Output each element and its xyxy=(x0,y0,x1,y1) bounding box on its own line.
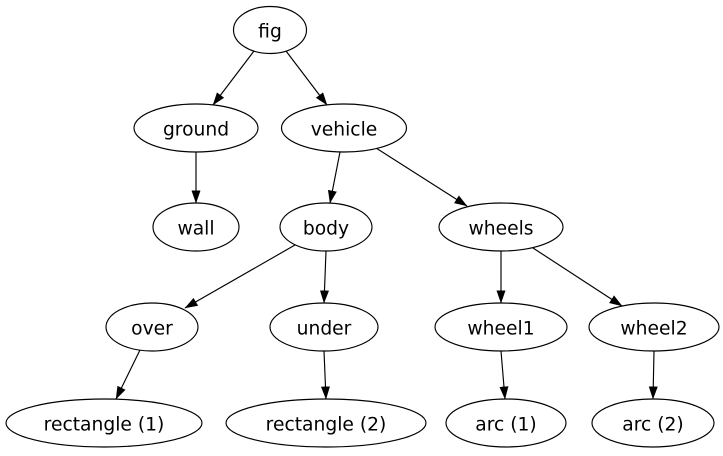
node-body-ellipse xyxy=(279,202,373,252)
edge-wheel1-arc1 xyxy=(499,350,509,400)
node-wheel2-label: wheel2 xyxy=(620,319,687,340)
edge-fig-vehicle xyxy=(285,50,328,106)
edge-fig-ground xyxy=(212,50,255,106)
edge-vehicle-wheels xyxy=(375,147,468,207)
edge-over-rectangle1 xyxy=(115,349,141,400)
node-rectangle1-ellipse xyxy=(5,398,203,448)
node-rectangle2-label: rectangle (2) xyxy=(266,415,387,436)
node-wheels: wheels xyxy=(438,202,564,252)
node-wheel1-label: wheel1 xyxy=(467,319,534,340)
node-rectangle2: rectangle (2) xyxy=(225,398,427,448)
node-fig-label: fig xyxy=(258,22,282,43)
edge-under-rectangle2 xyxy=(320,350,330,400)
node-arc2: arc (2) xyxy=(591,398,715,448)
node-wheel2: wheel2 xyxy=(588,302,720,352)
node-vehicle: vehicle xyxy=(280,103,408,153)
edges-layer xyxy=(115,50,658,400)
node-wall: wall xyxy=(152,202,240,252)
node-arc1: arc (1) xyxy=(445,398,567,448)
node-under-ellipse xyxy=(269,302,379,352)
node-wall-label: wall xyxy=(177,219,214,240)
edge-vehicle-body xyxy=(327,151,341,204)
edge-body-over xyxy=(184,244,296,309)
node-wheel1-ellipse xyxy=(434,302,568,352)
node-under: under xyxy=(269,302,379,352)
node-wheels-label: wheels xyxy=(468,219,533,240)
node-over-ellipse xyxy=(105,302,199,352)
node-rectangle1-label: rectangle (1) xyxy=(44,415,165,436)
node-arc2-label: arc (2) xyxy=(622,415,683,436)
edge-wheel2-arc2 xyxy=(648,350,658,400)
node-over-label: over xyxy=(131,319,173,340)
node-arc1-label: arc (1) xyxy=(475,415,536,436)
node-fig: fig xyxy=(232,5,308,55)
node-over: over xyxy=(105,302,199,352)
edge-wheels-wheel2 xyxy=(532,247,623,307)
node-arc1-ellipse xyxy=(445,398,567,448)
node-rectangle2-ellipse xyxy=(225,398,427,448)
nodes-layer: fig ground vehicle wall body wheels xyxy=(5,5,720,448)
node-fig-ellipse xyxy=(232,5,308,55)
node-ground: ground xyxy=(133,103,259,153)
node-rectangle1: rectangle (1) xyxy=(5,398,203,448)
node-body-label: body xyxy=(303,219,349,240)
node-wheel2-ellipse xyxy=(588,302,720,352)
edge-body-under xyxy=(319,250,329,304)
node-under-label: under xyxy=(297,319,352,340)
node-wheel1: wheel1 xyxy=(434,302,568,352)
node-wall-ellipse xyxy=(152,202,240,252)
node-wheels-ellipse xyxy=(438,202,564,252)
node-body: body xyxy=(279,202,373,252)
node-arc2-ellipse xyxy=(591,398,715,448)
node-ground-label: ground xyxy=(163,120,229,141)
node-vehicle-ellipse xyxy=(280,103,408,153)
node-ground-ellipse xyxy=(133,103,259,153)
node-vehicle-label: vehicle xyxy=(311,120,378,141)
